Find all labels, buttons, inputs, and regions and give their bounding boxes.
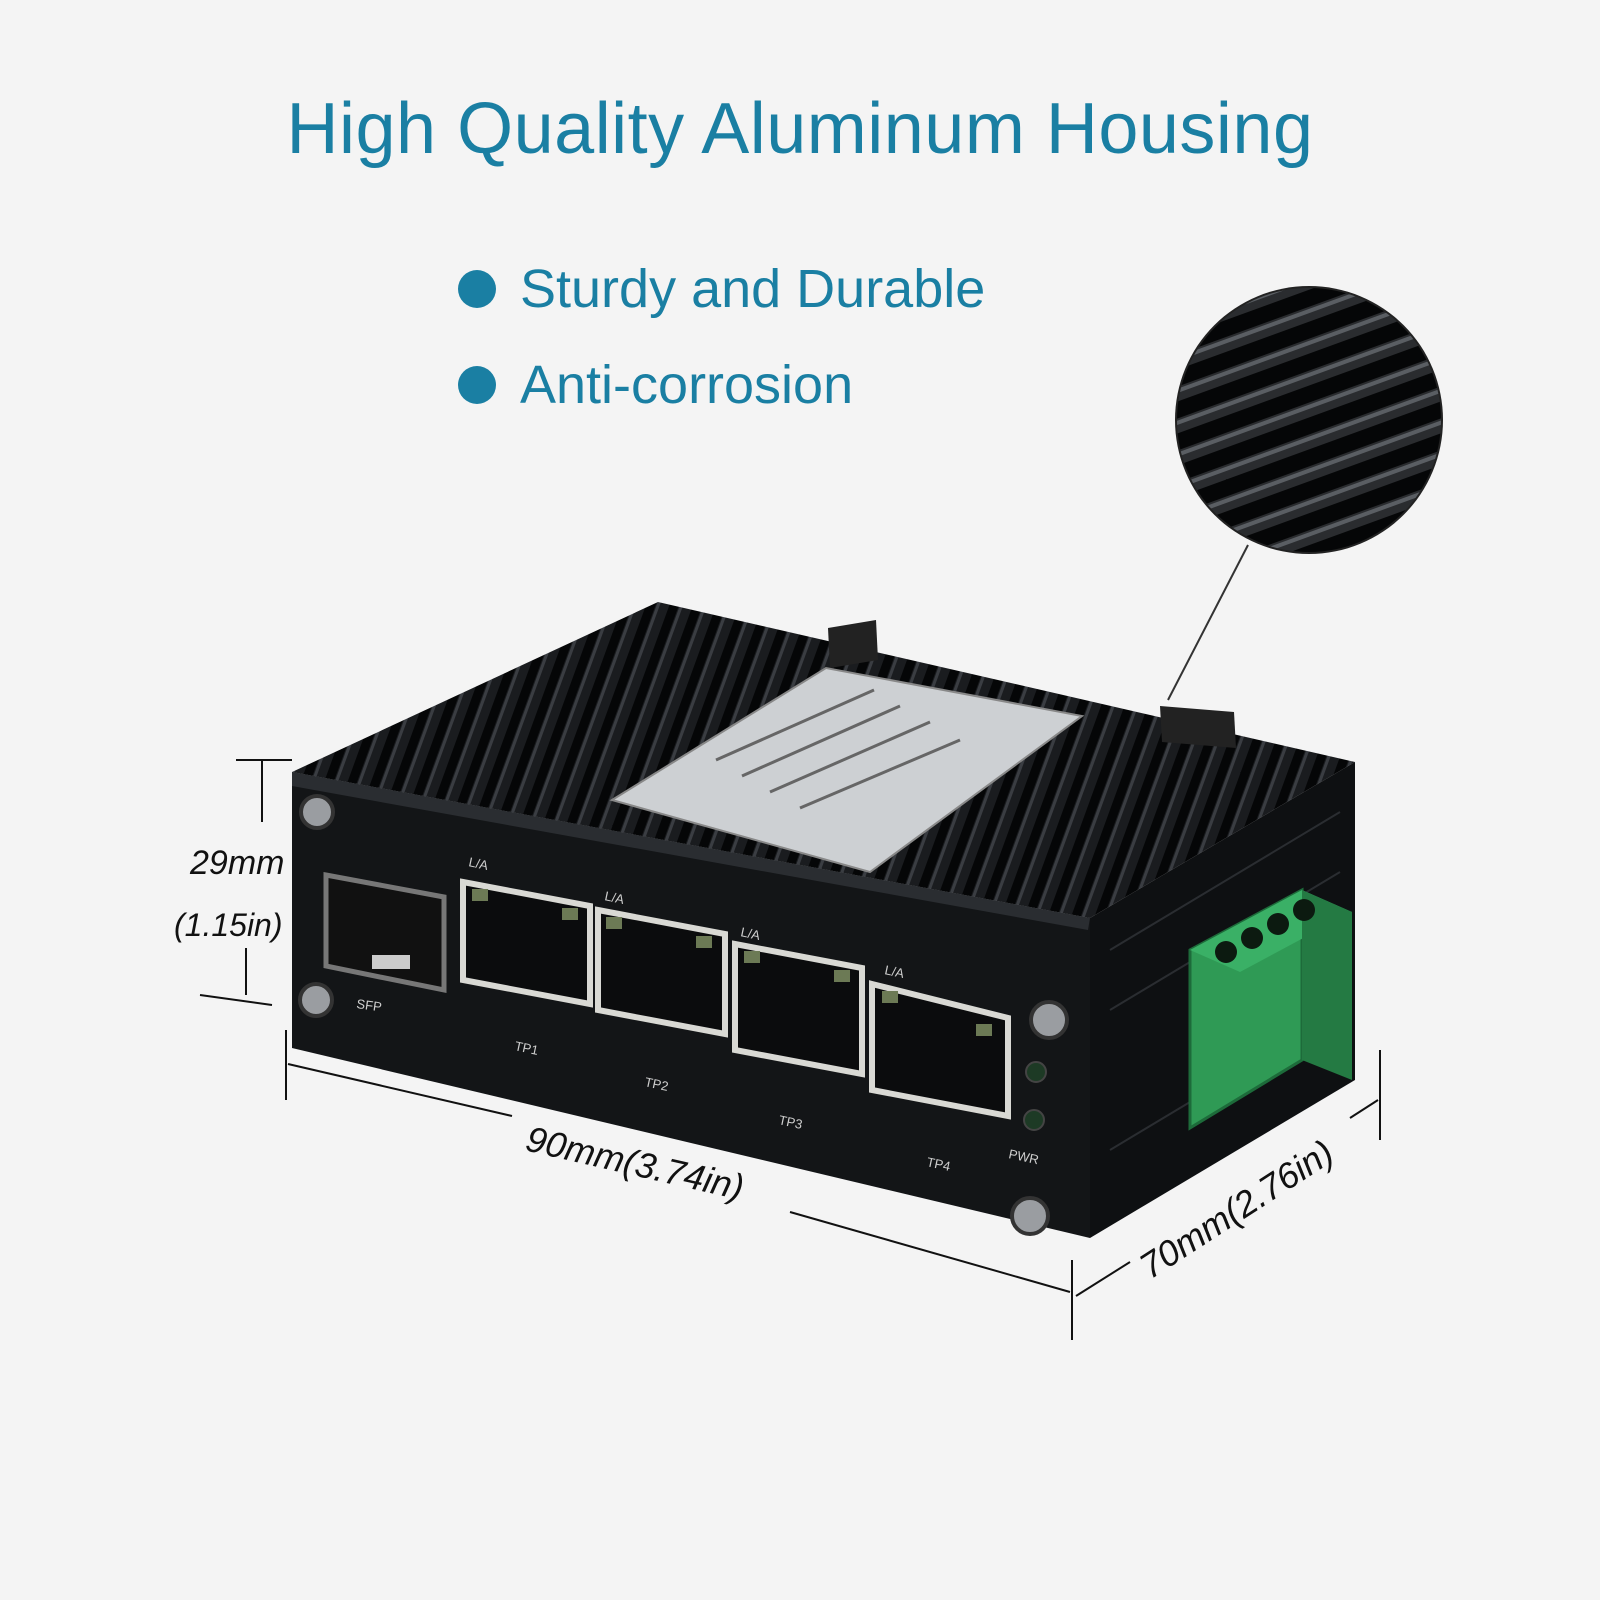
texture-zoom-lens — [1167, 286, 1443, 701]
power-terminal-block — [1188, 887, 1352, 1131]
rj45-port — [460, 878, 593, 1008]
port-label-tp3: TP3 — [777, 1112, 803, 1132]
led-icon — [1025, 1061, 1047, 1083]
rj45-ports — [460, 878, 1011, 1120]
bullet-icon — [458, 270, 496, 308]
height-dimension-in: (1.15in) — [174, 907, 283, 943]
feature-item: Sturdy and Durable — [458, 258, 985, 320]
page-title: High Quality Aluminum Housing — [286, 89, 1314, 169]
product-label — [609, 666, 1085, 874]
bullet-icon — [458, 366, 496, 404]
feature-label: Sturdy and Durable — [520, 259, 986, 319]
screw-icon — [298, 794, 1069, 1236]
sfp-label: SFP — [356, 996, 383, 1014]
switch-housing — [292, 602, 1355, 1238]
link-led-label: L/A — [739, 924, 762, 943]
link-led-label: L/A — [467, 854, 490, 873]
depth-dimension — [1075, 1050, 1381, 1297]
rj45-port — [869, 980, 1011, 1120]
feature-list: Sturdy and Durable Anti-corrosion — [458, 258, 985, 450]
feature-label: Anti-corrosion — [520, 355, 854, 415]
rj45-port — [595, 906, 728, 1038]
sfp-port — [323, 871, 447, 994]
led-icon — [1023, 1109, 1045, 1131]
link-led-label: L/A — [603, 888, 626, 907]
width-dimension — [285, 1030, 1073, 1340]
height-dimension-mm: 29mm — [189, 844, 284, 882]
port-label-tp4: TP4 — [925, 1154, 951, 1174]
callout-line — [1167, 544, 1249, 701]
port-label-tp2: TP2 — [643, 1074, 669, 1094]
link-led-label: L/A — [883, 962, 906, 981]
feature-item: Anti-corrosion — [458, 354, 985, 416]
port-label-tp1: TP1 — [513, 1038, 539, 1058]
rj45-port — [732, 940, 865, 1078]
pwr-label: PWR — [1007, 1146, 1040, 1167]
height-dimension — [199, 759, 292, 1006]
